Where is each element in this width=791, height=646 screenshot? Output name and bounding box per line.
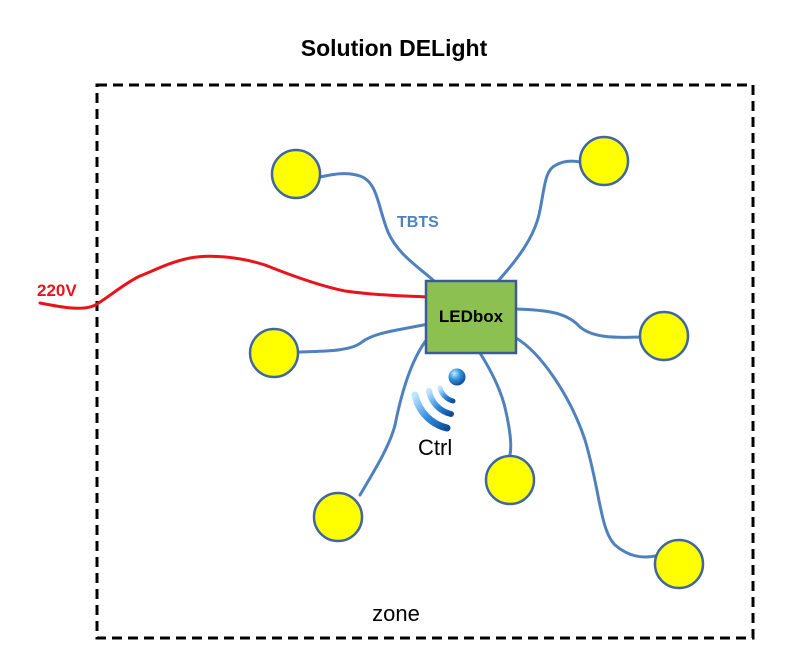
lamp-left xyxy=(248,327,300,379)
cable-type-label: TBTS xyxy=(397,214,439,231)
signal-source-dot xyxy=(448,368,466,386)
cable-bottom-center xyxy=(478,351,513,457)
power-label: 220V xyxy=(37,281,77,300)
zone-label: zone xyxy=(372,601,420,626)
zone-boundary xyxy=(95,83,755,640)
cable-bottom-right xyxy=(514,336,657,559)
controller-label: Ctrl xyxy=(418,435,452,460)
lamp-bottom-right xyxy=(653,538,705,590)
lamp-bottom-center xyxy=(484,454,536,506)
lamp-top-right xyxy=(578,135,630,187)
cable-bottom-left xyxy=(358,336,430,497)
signal-wave-inner xyxy=(437,385,456,404)
diagram-title: Solution DELight xyxy=(301,35,488,61)
tbts-cables xyxy=(298,159,657,559)
cable-top-right xyxy=(496,159,582,283)
power-line-220v xyxy=(38,254,430,310)
lamp-bottom-left xyxy=(312,491,364,543)
signal-wave-outer xyxy=(411,391,451,432)
ledbox-label: LEDbox xyxy=(439,307,504,326)
lamps xyxy=(248,135,705,590)
cable-top-left xyxy=(318,172,436,283)
ledbox xyxy=(424,279,518,355)
cable-left xyxy=(298,322,430,354)
lamp-right xyxy=(638,310,690,362)
lamp-top-left xyxy=(270,148,322,200)
cable-right xyxy=(514,307,642,339)
wireless-signal-icon xyxy=(411,368,466,432)
signal-wave-middle xyxy=(426,388,454,417)
